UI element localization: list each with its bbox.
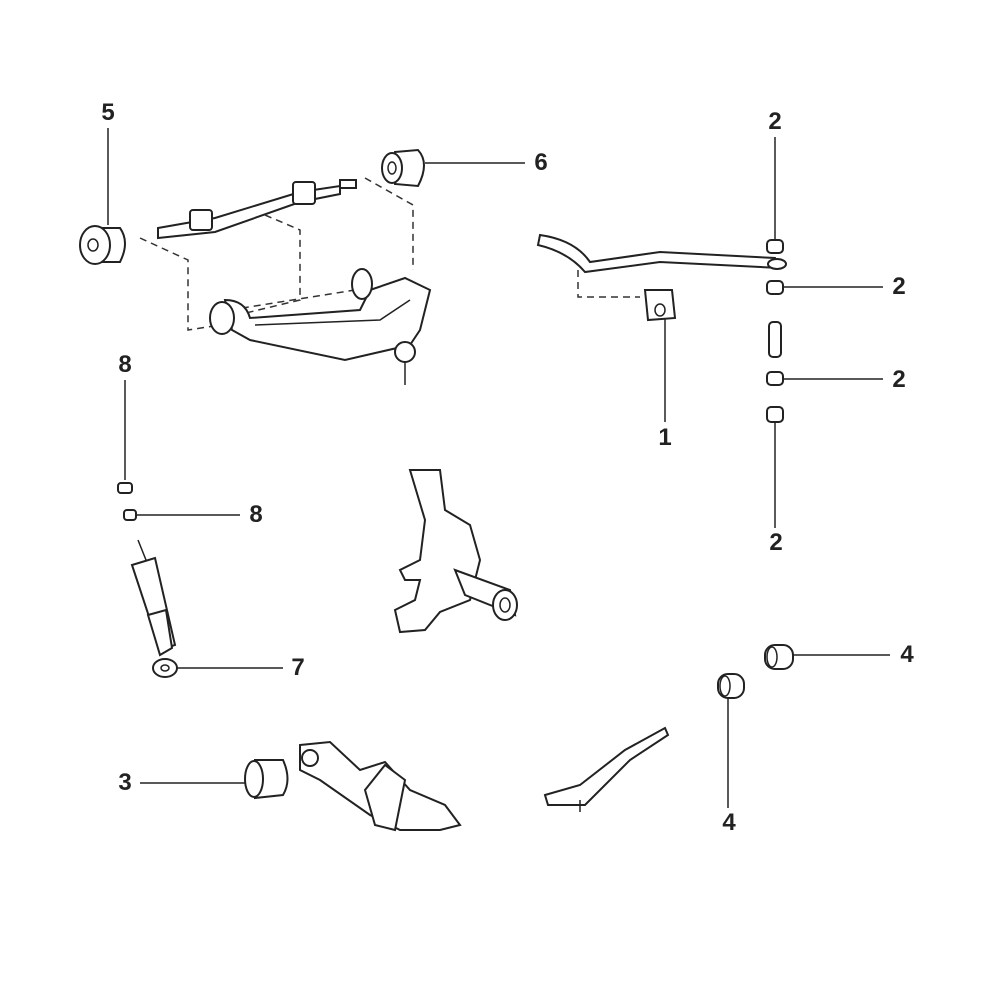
upper-control-arm bbox=[209, 268, 432, 385]
callout-2: 2 bbox=[892, 366, 906, 393]
callout-4: 4 bbox=[900, 641, 914, 668]
steering-knuckle bbox=[393, 469, 518, 634]
callout-8: 8 bbox=[118, 351, 132, 378]
callout-7: 7 bbox=[291, 654, 305, 681]
callout-6: 6 bbox=[534, 149, 548, 176]
callout-3: 3 bbox=[118, 769, 132, 796]
strut-rod bbox=[543, 726, 670, 812]
callout-2: 2 bbox=[768, 108, 782, 135]
bushing-5 bbox=[79, 225, 126, 265]
callout-2: 2 bbox=[892, 273, 906, 300]
bushing-6 bbox=[381, 148, 425, 188]
bushing-3 bbox=[244, 759, 289, 800]
stabilizer-bar bbox=[536, 233, 787, 298]
shock-absorber-7 bbox=[130, 539, 178, 678]
callout-5: 5 bbox=[101, 99, 115, 126]
stabilizer-bushing-1 bbox=[643, 289, 677, 322]
callout-8: 8 bbox=[249, 501, 263, 528]
pivot-shaft bbox=[157, 179, 357, 240]
alignment-lines bbox=[139, 177, 414, 331]
callout-2: 2 bbox=[769, 529, 783, 556]
bushings-8 bbox=[117, 482, 137, 521]
link-bushings-2 bbox=[766, 239, 784, 423]
leader-lines bbox=[107, 128, 890, 808]
callout-4: 4 bbox=[722, 809, 736, 836]
lower-control-arm bbox=[299, 740, 462, 832]
callout-1: 1 bbox=[658, 424, 672, 451]
strut-bushings-4 bbox=[717, 644, 794, 699]
